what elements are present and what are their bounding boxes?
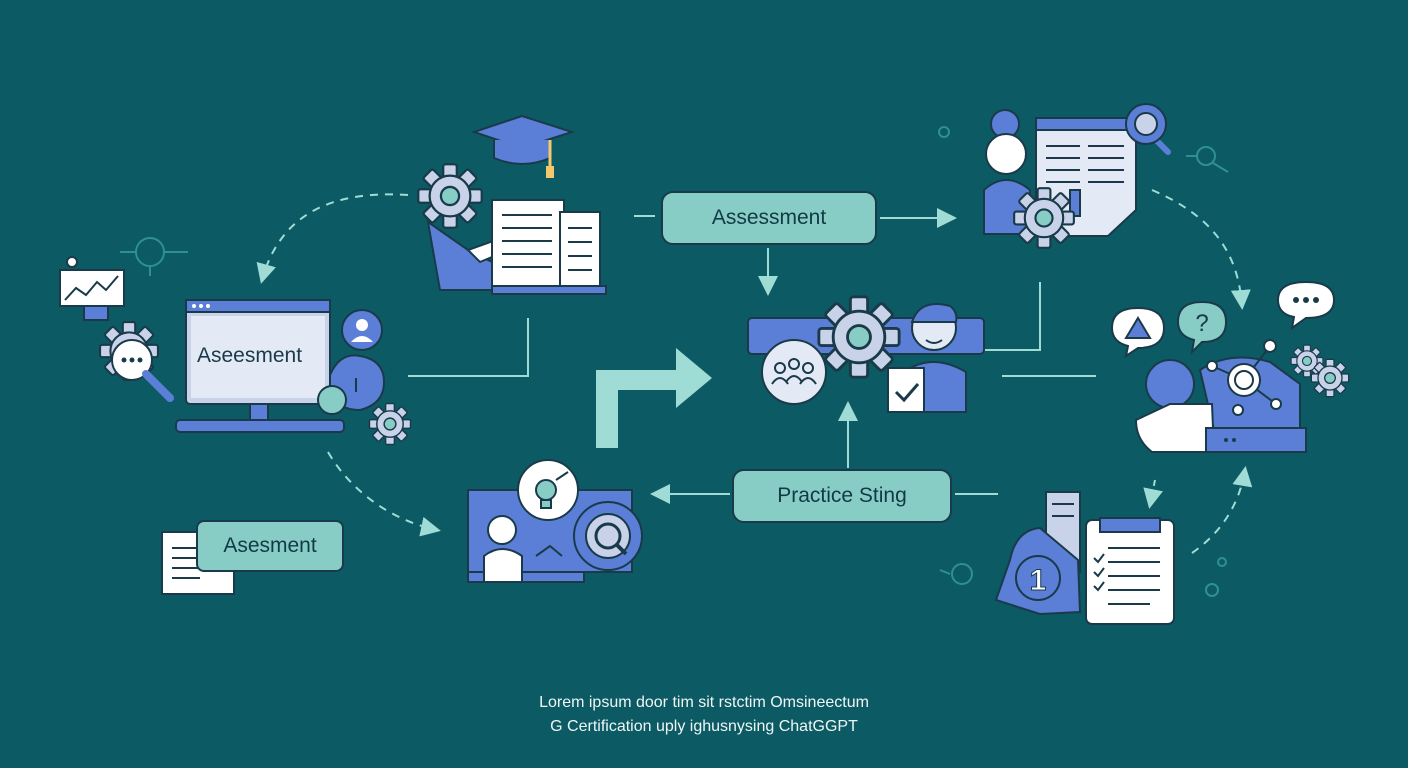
svg-text:1: 1 [1030, 564, 1047, 597]
svg-text:?: ? [1195, 310, 1208, 337]
assessment-pill: Assessment [661, 191, 877, 245]
practice-pill: Practice Sting [732, 469, 952, 523]
network-icon [1206, 339, 1282, 416]
caption-line-1: Lorem ipsum door tim sit rstctim Omsinee… [539, 694, 869, 711]
medal-icon: 1 [994, 491, 1082, 616]
magnifier-icon [1186, 146, 1229, 173]
team-icon [761, 339, 827, 405]
checklist-icon [1085, 517, 1175, 625]
document-icon [491, 199, 607, 295]
avatar-icon [341, 309, 383, 351]
speech-bubble-icon [1276, 280, 1336, 331]
gear-icon [817, 295, 901, 379]
bent-arrow [596, 348, 712, 448]
caption-line-2: G Certification uply ighusnysing ChatGGP… [550, 718, 858, 735]
connector-lines [256, 189, 1253, 554]
assessment-pill-small: Asesment [196, 520, 344, 572]
monitor-label: Aseesment [197, 344, 303, 367]
graduation-cap-icon [470, 114, 576, 178]
question-icon: ? [1176, 300, 1228, 355]
person-icon [983, 109, 1031, 235]
gear-icon [417, 163, 483, 229]
chart-icon [59, 256, 125, 321]
gear-icon [368, 402, 412, 446]
lightbulb-icon [517, 459, 579, 521]
speech-bubble-icon [1110, 306, 1166, 359]
magnifier-icon [111, 339, 174, 402]
gear-icon [1310, 358, 1350, 398]
target-icon [120, 237, 188, 276]
magnifier-icon [1125, 103, 1171, 155]
magnifier-icon [573, 501, 643, 571]
person-icon [887, 303, 967, 413]
puzzle-icon [317, 354, 386, 415]
decor-circles [939, 557, 1227, 597]
monitor-icon [175, 299, 345, 433]
gear-icon [1013, 187, 1075, 249]
